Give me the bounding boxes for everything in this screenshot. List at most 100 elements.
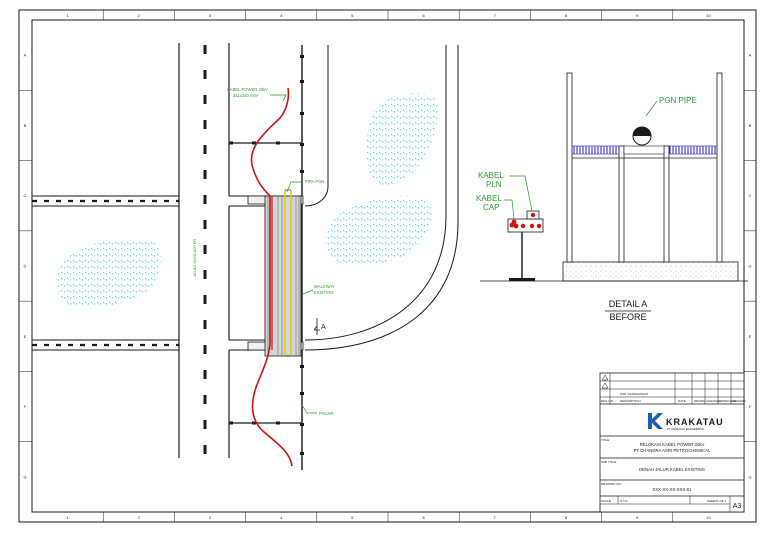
- grid-row-left-E: E: [24, 334, 27, 339]
- label-pgn-pipe: PGN PIPE: [659, 96, 697, 105]
- sheet-value: 1 OF 1: [717, 499, 727, 503]
- fence: [229, 45, 304, 470]
- grid-row-left-G: G: [23, 474, 26, 479]
- scale-value: N.T.S: [620, 499, 627, 503]
- label-kabel-power-spec: 3x1x240 mm²: [233, 93, 259, 98]
- section-marker-label: A: [321, 324, 326, 331]
- vegetation-hatch: [56, 93, 439, 308]
- cross-road-lower: [32, 339, 265, 351]
- grid-row-right-B: B: [749, 123, 752, 128]
- fence-post: [300, 112, 304, 115]
- drawing-subtitle: DENAH JALUR KABEL EXISTING: [639, 467, 706, 472]
- grid-col-bottom-7: 7: [494, 515, 497, 520]
- fence-post: [276, 141, 280, 145]
- fence-post: [300, 392, 304, 395]
- scale-label: SCALE: [601, 499, 611, 503]
- label-walkway-existing: EXISTING: [314, 290, 334, 295]
- road: [178, 43, 230, 458]
- drawing-title-1: RELOKASI KABEL POWER 20kV: [640, 442, 705, 447]
- detail-title: DETAIL A: [609, 299, 648, 309]
- sheet-label: SHEET: [707, 499, 717, 503]
- drawing-title-2: PT CHANDRA ASRI PETROCHEMICAL: [634, 448, 711, 453]
- grid-col-bottom-8: 8: [565, 515, 568, 520]
- grid-col-bottom-5: 5: [351, 515, 354, 520]
- section-marker-a: [313, 318, 320, 335]
- grid-col-top-8: 8: [565, 13, 568, 18]
- rev-label: REV. NO.: [601, 399, 614, 403]
- detail-a-section: [480, 72, 748, 282]
- rev-header-keterangan: POP. KETERANGAN: [620, 392, 648, 396]
- grid-col-top-5: 5: [351, 13, 354, 18]
- grid-row-left-B: B: [24, 123, 27, 128]
- label-kabel-cap-2: CAP: [483, 203, 499, 212]
- label-kabel-power: KABEL POWER 20kV: [227, 87, 268, 92]
- label-pagar: PAGAR: [319, 411, 333, 416]
- grid-col-top-9: 9: [636, 13, 639, 18]
- fence-post: [300, 452, 304, 455]
- grid-col-bottom-3: 3: [209, 515, 212, 520]
- subtitle-label: SUB TITLE:: [601, 460, 617, 464]
- grid-row-right-E: E: [749, 334, 752, 339]
- label-walkway: WALKWAY: [314, 284, 335, 289]
- drawing-number-label: DRAWING NO.:: [601, 482, 623, 486]
- label-pipa-pgn: PIPA PGN: [305, 179, 324, 184]
- grid-col-top-1: 1: [66, 13, 69, 18]
- fence-post: [300, 365, 304, 368]
- company-logo-subtext: PT. KRAKATAU ENGINEERING: [667, 427, 704, 431]
- curved-road: [304, 45, 459, 351]
- detail-subtitle: BEFORE: [609, 312, 646, 322]
- grid-row-right-A: A: [749, 53, 752, 58]
- fence-post: [229, 141, 233, 145]
- grid-col-top-6: 6: [422, 13, 425, 18]
- fence-post: [300, 423, 304, 426]
- grid-col-bottom-4: 4: [280, 515, 283, 520]
- grid-col-top-2: 2: [138, 13, 141, 18]
- fence-post: [276, 421, 280, 425]
- title-label: TITLE:: [601, 438, 610, 442]
- label-kabel-pln-1: KABEL: [478, 171, 504, 180]
- grid-col-top-10: 10: [706, 13, 711, 18]
- rev-header-drawn: DRAWN: [694, 399, 705, 403]
- grid-col-bottom-6: 6: [422, 515, 425, 520]
- walkway-bridge: [247, 195, 304, 357]
- rev-header-remark: REMARK: [733, 399, 746, 403]
- sheet-size: A3: [733, 503, 742, 510]
- grid-col-top-7: 7: [494, 13, 497, 18]
- grid-col-bottom-1: 1: [66, 515, 69, 520]
- fence-post: [252, 141, 256, 145]
- grid-col-top-4: 4: [280, 13, 283, 18]
- plan-leaders: [270, 94, 317, 414]
- power-cable-route: [250, 87, 293, 467]
- rev-header-description: DESCRIPTION: [620, 399, 641, 403]
- grid-row-left-F: F: [24, 404, 27, 409]
- drawing-number: XXX-XX-XX-XXX-01: [652, 487, 692, 492]
- rev-header-date: DATE: [678, 399, 686, 403]
- grid-row-left-D: D: [24, 264, 27, 269]
- road-label: JALAN RAYA ANYER: [192, 239, 197, 277]
- label-kabel-pln-2: PLN: [486, 180, 502, 189]
- grid-col-bottom-9: 9: [636, 515, 639, 520]
- grid-row-right-C: C: [749, 193, 752, 198]
- fence-post: [229, 421, 233, 425]
- grid-col-bottom-10: 10: [706, 515, 711, 520]
- grid-col-top-3: 3: [209, 13, 212, 18]
- fence-post: [300, 80, 304, 83]
- grid-row-left-C: C: [24, 193, 27, 198]
- fence-post: [300, 143, 304, 146]
- fence-post: [252, 421, 256, 425]
- rev-header-checked: CHECKED: [706, 399, 722, 403]
- grid-row-right-G: G: [748, 474, 751, 479]
- grid-col-bottom-2: 2: [138, 515, 141, 520]
- cross-road-upper: [32, 195, 265, 207]
- fence-post: [300, 170, 304, 173]
- grid-row-right-F: F: [749, 404, 752, 409]
- label-kabel-cap-1: KABEL: [476, 194, 502, 203]
- title-block: [599, 372, 745, 513]
- company-logo-text: KRAKATAU: [666, 417, 724, 427]
- grid-row-left-A: A: [24, 53, 27, 58]
- rev-header-approved: APPROVED: [719, 399, 737, 403]
- grid-row-right-D: D: [749, 264, 752, 269]
- fence-post: [300, 55, 304, 58]
